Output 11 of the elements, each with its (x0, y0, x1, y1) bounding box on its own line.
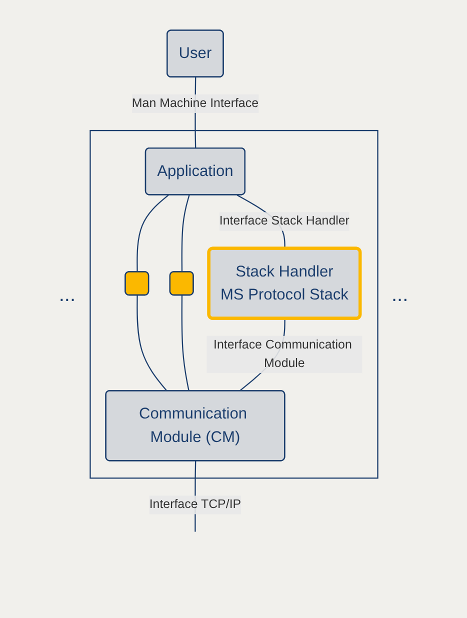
connector (180, 194, 190, 272)
ellipsis-text: ... (58, 284, 76, 306)
cluster (89, 130, 378, 479)
edge-label: Interface Communication Module (213, 338, 352, 370)
edge-label: Interface Stack Handler (218, 214, 349, 228)
connector (136, 194, 168, 272)
connector (136, 295, 167, 392)
edge-label: Man Machine Interface (131, 96, 258, 110)
edge-label: Interface TCP/IP (148, 498, 241, 512)
connector (180, 295, 189, 391)
ellipsis-text: ... (390, 284, 410, 306)
